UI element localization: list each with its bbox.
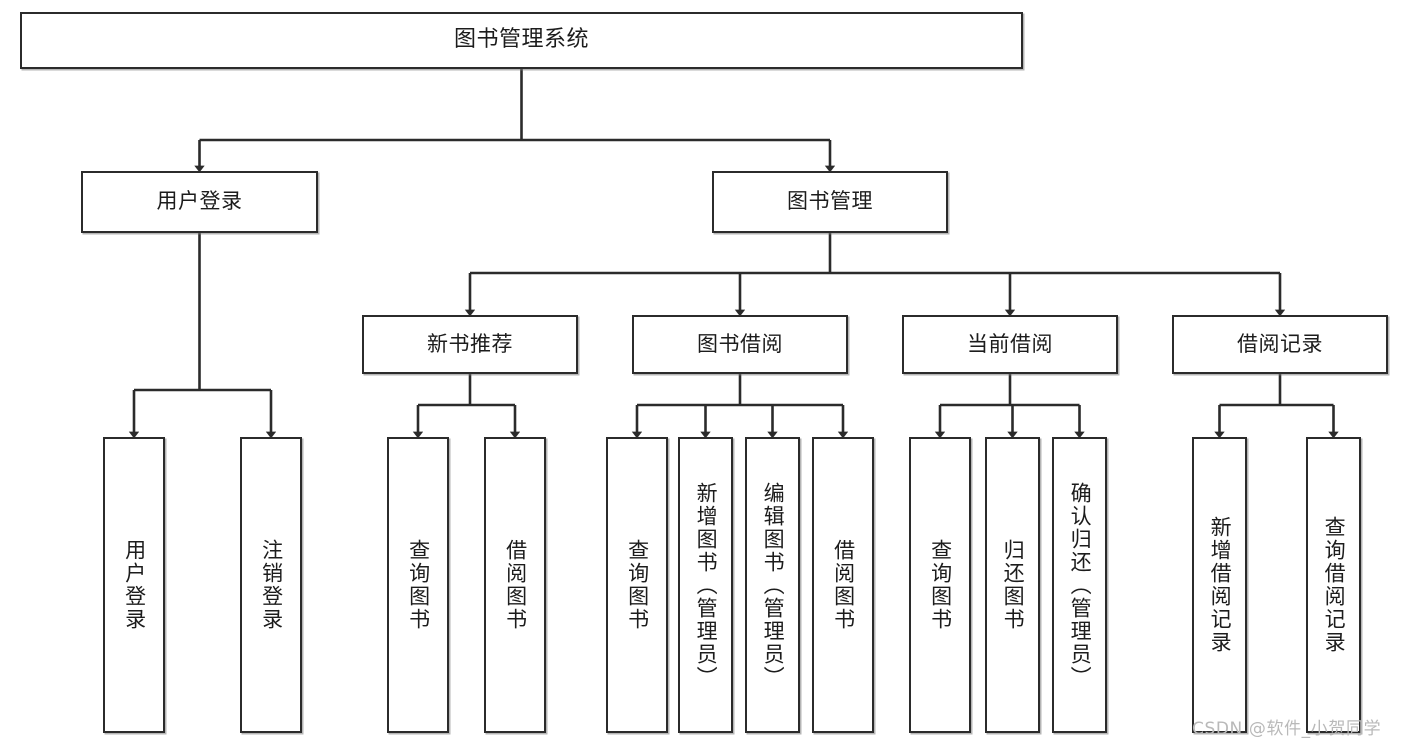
node-root-system[interactable]: 图书管理系统 bbox=[20, 12, 1023, 69]
node-label: 当前借阅 bbox=[967, 331, 1053, 356]
node-book-manage[interactable]: 图书管理 bbox=[712, 171, 948, 233]
node-label: 新增图书（管理员） bbox=[694, 481, 719, 689]
node-label: 查询图书 bbox=[625, 539, 650, 631]
leaf-leaf-query-book-2[interactable]: 查询图书 bbox=[606, 437, 668, 733]
node-label: 新书推荐 bbox=[427, 331, 513, 356]
leaf-leaf-return-book[interactable]: 归还图书 bbox=[985, 437, 1040, 733]
leaf-leaf-borrow-book-1[interactable]: 借阅图书 bbox=[484, 437, 546, 733]
node-label: 查询图书 bbox=[928, 539, 953, 631]
node-label: 编辑图书（管理员） bbox=[761, 481, 786, 689]
leaf-leaf-user-login[interactable]: 用户登录 bbox=[103, 437, 165, 733]
node-label: 用户登录 bbox=[156, 189, 243, 214]
leaf-leaf-query-book-3[interactable]: 查询图书 bbox=[909, 437, 971, 733]
node-user-login[interactable]: 用户登录 bbox=[81, 171, 318, 233]
node-label: 查询借阅记录 bbox=[1322, 516, 1347, 654]
node-current-borrow[interactable]: 当前借阅 bbox=[902, 315, 1118, 374]
node-label: 归还图书 bbox=[1001, 539, 1026, 631]
leaf-leaf-query-book-1[interactable]: 查询图书 bbox=[387, 437, 449, 733]
node-borrow-record[interactable]: 借阅记录 bbox=[1172, 315, 1388, 374]
leaf-leaf-add-book[interactable]: 新增图书（管理员） bbox=[678, 437, 733, 733]
node-label: 新增借阅记录 bbox=[1208, 516, 1233, 654]
node-label: 查询图书 bbox=[406, 539, 431, 631]
leaf-leaf-confirm-return[interactable]: 确认归还（管理员） bbox=[1052, 437, 1107, 733]
node-new-book-recommend[interactable]: 新书推荐 bbox=[362, 315, 578, 374]
node-label: 借阅图书 bbox=[503, 539, 528, 631]
leaf-leaf-logout[interactable]: 注销登录 bbox=[240, 437, 302, 733]
connector-group bbox=[128, 69, 1339, 439]
node-book-borrow[interactable]: 图书借阅 bbox=[632, 315, 848, 374]
node-label: 注销登录 bbox=[259, 539, 284, 631]
node-label: 图书管理系统 bbox=[453, 27, 589, 53]
node-label: 借阅记录 bbox=[1237, 331, 1323, 356]
leaf-leaf-add-record[interactable]: 新增借阅记录 bbox=[1192, 437, 1247, 733]
leaf-leaf-query-record[interactable]: 查询借阅记录 bbox=[1306, 437, 1361, 733]
node-label: 图书管理 bbox=[787, 189, 873, 214]
node-label: 借阅图书 bbox=[831, 539, 856, 631]
leaf-leaf-edit-book[interactable]: 编辑图书（管理员） bbox=[745, 437, 800, 733]
csdn-watermark: CSDN @软件_小贺同学 bbox=[1192, 719, 1382, 739]
node-label: 确认归还（管理员） bbox=[1068, 481, 1093, 689]
node-label: 用户登录 bbox=[122, 539, 147, 631]
node-label: 图书借阅 bbox=[697, 331, 783, 356]
leaf-leaf-borrow-book-2[interactable]: 借阅图书 bbox=[812, 437, 874, 733]
